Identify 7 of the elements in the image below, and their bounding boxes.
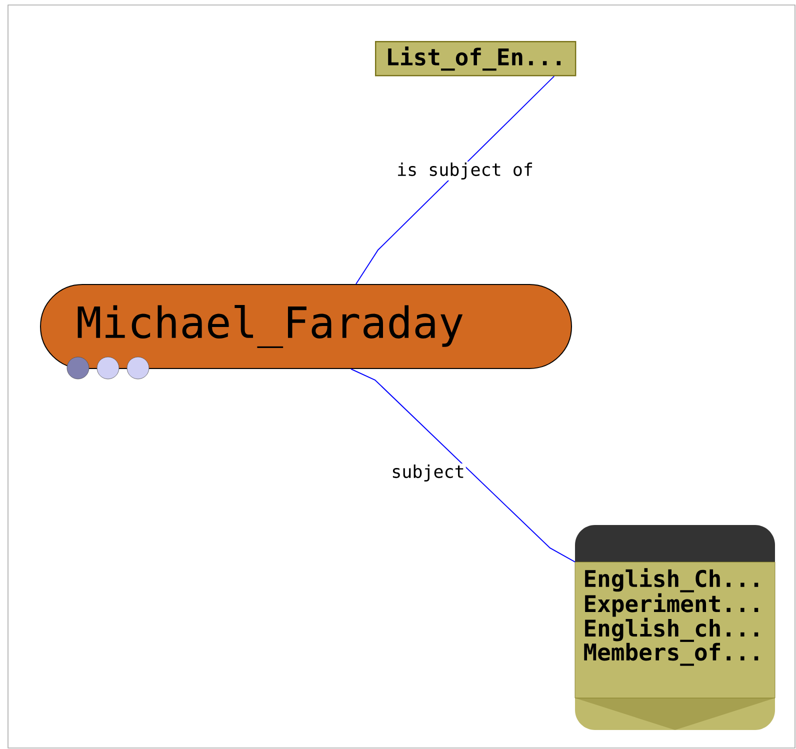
list-card: English_Ch... Experiment... English_ch... Members_of... <box>574 525 776 730</box>
edge-label: is subject of <box>396 162 534 180</box>
connector-line <box>350 368 576 562</box>
connector-line <box>356 76 555 284</box>
edge-label: subject <box>390 464 466 482</box>
rounded-node: Michael_Faraday <box>40 284 572 369</box>
label-box: List_of_En... <box>375 41 576 76</box>
